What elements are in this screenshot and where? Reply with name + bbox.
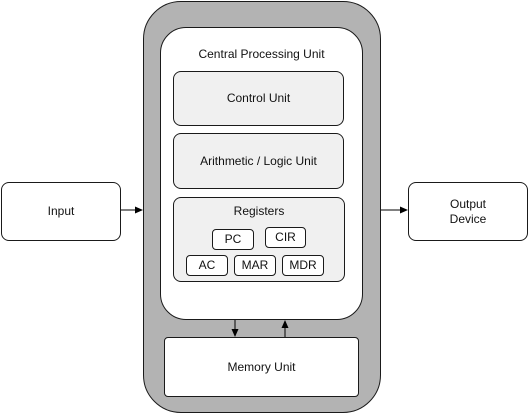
- register-cir: [265, 227, 306, 248]
- register-mar-label: MAR: [241, 258, 269, 272]
- control-unit-box: [173, 71, 344, 126]
- memory-unit-label: Memory Unit: [227, 359, 296, 374]
- register-ac: [186, 255, 228, 276]
- input-label: Input: [47, 204, 75, 218]
- control-unit-label: Control Unit: [226, 91, 291, 105]
- register-mar: [234, 255, 276, 276]
- register-pc-label: PC: [224, 232, 242, 246]
- alu-label: Arithmetic / Logic Unit: [200, 153, 317, 168]
- register-mdr-label: MDR: [289, 258, 317, 272]
- input-box: [1, 182, 121, 241]
- output-device-box: [408, 182, 528, 241]
- cpu-title: Central Processing Unit: [198, 46, 325, 61]
- register-ac-label: AC: [198, 258, 216, 272]
- register-mdr: [282, 255, 324, 276]
- register-cir-label: CIR: [275, 230, 296, 244]
- memory-unit-box: [164, 337, 359, 397]
- output-device-label: Output Device: [449, 196, 487, 226]
- register-pc: [212, 229, 254, 250]
- registers-title: Registers: [233, 203, 285, 218]
- alu-box: [173, 133, 344, 189]
